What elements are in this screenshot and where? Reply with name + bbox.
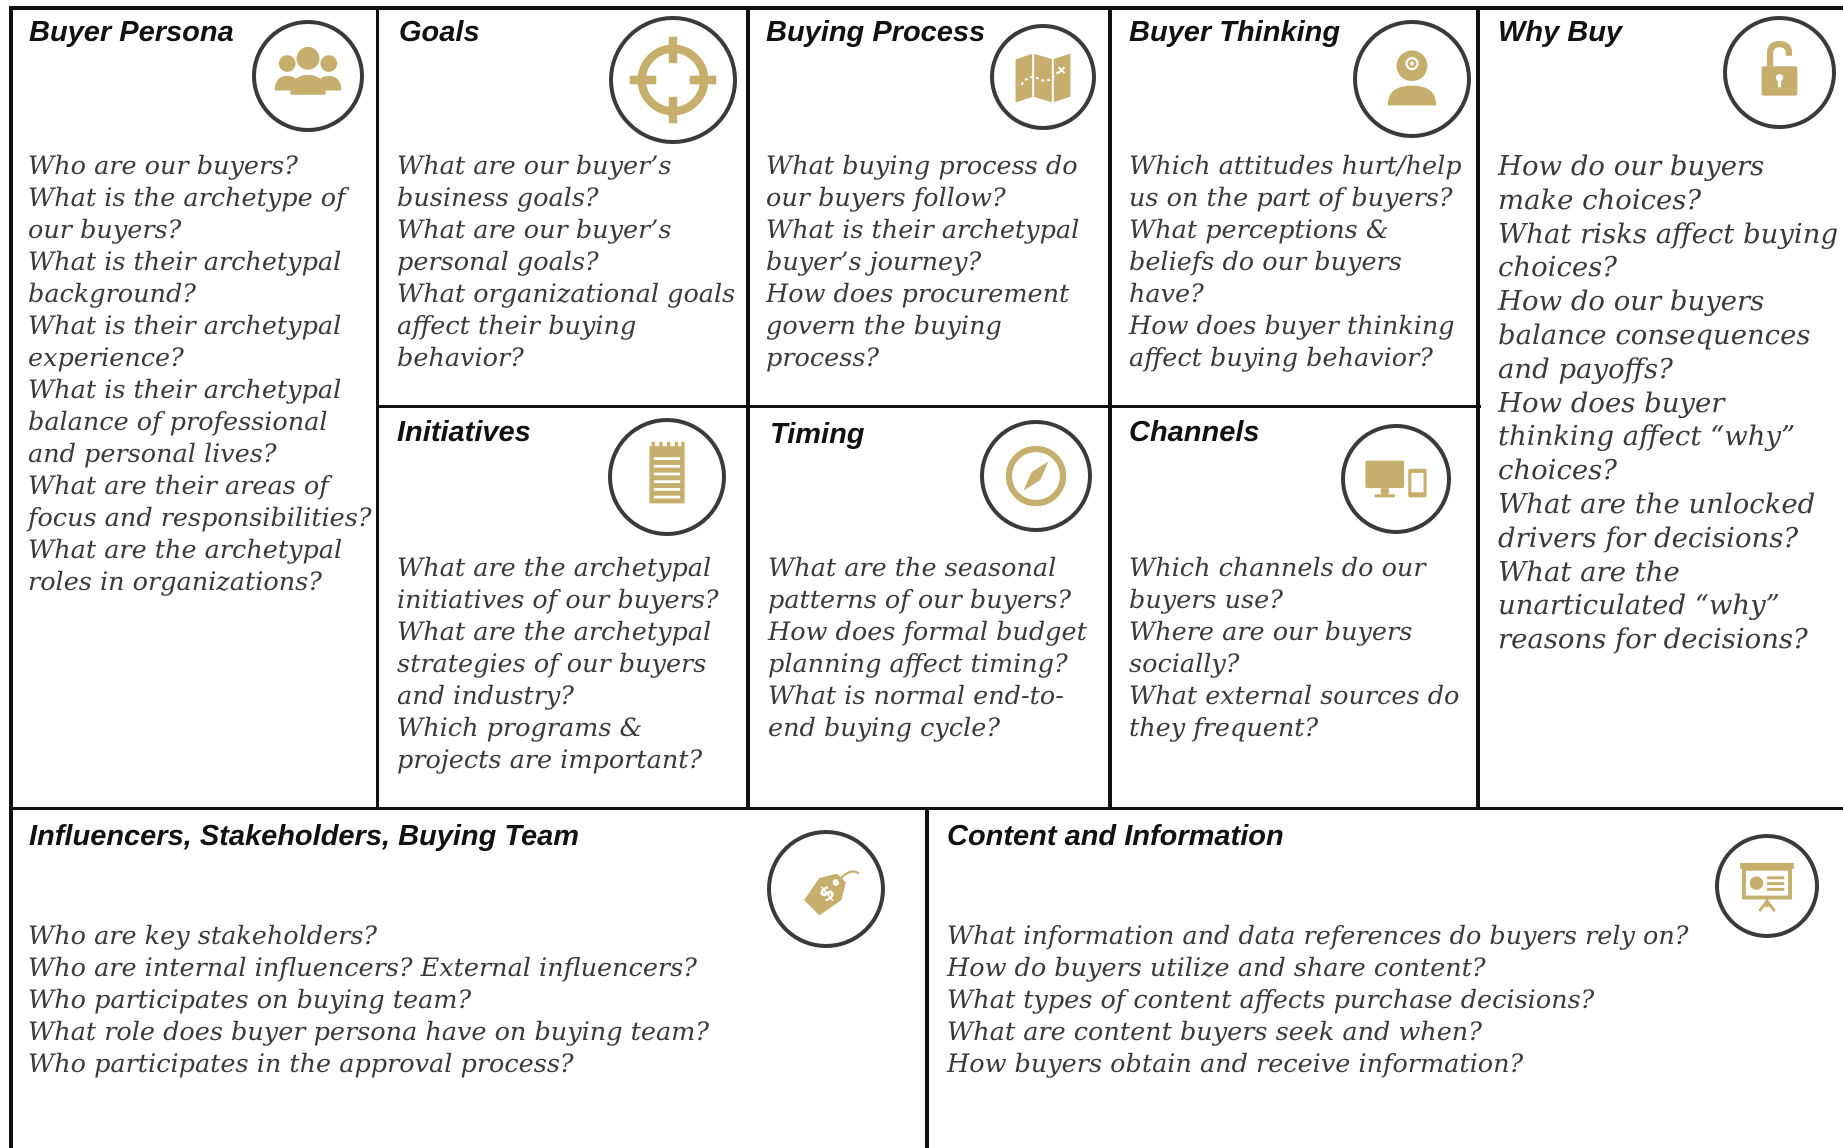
question: Where are our buyers socially?	[1129, 617, 1413, 679]
question: What organizational goals affect their b…	[397, 279, 736, 373]
influencers-title: Influencers, Stakeholders, Buying Team	[29, 820, 580, 852]
initiatives-questions: What are the archetypal initiatives of o…	[397, 552, 742, 776]
question: How does buyer thinking affect buying be…	[1129, 311, 1455, 373]
question: Who participates on buying team?	[28, 985, 472, 1015]
grid-line-left	[9, 6, 13, 1148]
question: What are the unarticulated “why” reasons…	[1498, 555, 1808, 656]
question: How does procurement govern the buying p…	[766, 279, 1070, 373]
goals-questions: What are our buyer’s business goals? Wha…	[397, 150, 742, 374]
question: What are our buyer’s personal goals?	[397, 215, 672, 277]
channels-title: Channels	[1129, 416, 1260, 448]
goals-title: Goals	[399, 16, 480, 48]
channels-questions: Which channels do our buyers use? Where …	[1129, 552, 1474, 744]
buyer-thinking-cell: Buyer Thinking Which attitudes hurt/help…	[1112, 10, 1476, 405]
question: What are the unlocked drivers for decisi…	[1498, 487, 1816, 554]
channels-cell: Channels Which channels do our buyers us…	[1112, 408, 1476, 807]
question: Which channels do our buyers use?	[1129, 553, 1426, 615]
why-buy-cell: Why Buy How do our buyers make choices? …	[1480, 10, 1843, 807]
question: What are our buyer’s business goals?	[397, 151, 672, 213]
unlocked-padlock-icon	[1723, 16, 1836, 129]
question: What are the archetypal roles in organiz…	[28, 535, 343, 597]
timing-questions: What are the seasonal patterns of our bu…	[768, 552, 1106, 744]
question: What are the archetypal initiatives of o…	[397, 553, 719, 615]
question: What are the archetypal strategies of ou…	[397, 617, 712, 711]
grid-line-col1	[376, 6, 379, 810]
grid-line-top	[9, 6, 1843, 10]
devices-icon	[1341, 424, 1451, 534]
question: What are content buyers seek and when?	[947, 1017, 1482, 1047]
influencers-cell: Influencers, Stakeholders, Buying Team $…	[13, 810, 925, 1148]
question: What are the seasonal patterns of our bu…	[768, 553, 1072, 615]
question: What are their areas of focus and respon…	[28, 471, 372, 533]
grid-line-col2	[746, 6, 750, 810]
grid-line-middle	[378, 405, 1481, 408]
question: How do our buyers make choices?	[1498, 150, 1765, 216]
question: What risks affect buying choices?	[1498, 217, 1839, 284]
notepad-icon	[608, 418, 726, 536]
buyer-persona-cell: Buyer Persona Who are our buyers? What i…	[13, 10, 376, 807]
question: Who are internal influencers? External i…	[28, 953, 697, 983]
grid-line-col4	[1476, 6, 1480, 810]
question: How does buyer thinking affect “why” cho…	[1498, 386, 1796, 487]
target-icon	[609, 16, 737, 144]
initiatives-cell: Initiatives What are the archetypal init…	[379, 408, 746, 807]
buyer-persona-title: Buyer Persona	[29, 16, 234, 48]
question: How does formal budget planning affect t…	[768, 617, 1087, 679]
question: How buyers obtain and receive informatio…	[947, 1049, 1524, 1079]
presentation-board-icon	[1715, 834, 1819, 938]
goals-cell: Goals What are our buyer’s business goal…	[379, 10, 746, 405]
question: Which programs & projects are important?	[397, 713, 703, 775]
question: What is the archetype of our buyers?	[28, 183, 346, 245]
influencers-questions: Who are key stakeholders? Who are intern…	[28, 920, 748, 1080]
grid-line-bottom-divider	[925, 807, 929, 1148]
price-tag-icon: $	[767, 830, 885, 948]
question: What is their archetypal balance of prof…	[28, 375, 342, 469]
buyer-persona-questions: Who are our buyers? What is the archetyp…	[28, 150, 374, 598]
buying-process-questions: What buying process do our buyers follow…	[766, 150, 1104, 374]
question: Who participates in the approval process…	[28, 1049, 574, 1079]
buyer-thinking-title: Buyer Thinking	[1129, 16, 1341, 48]
content-information-title: Content and Information	[947, 820, 1284, 852]
timing-title: Timing	[770, 418, 865, 450]
question: Who are our buyers?	[28, 151, 298, 181]
why-buy-title: Why Buy	[1498, 16, 1623, 48]
question: What types of content affects purchase d…	[947, 985, 1595, 1015]
question: What is normal end-to-end buying cycle?	[768, 681, 1064, 743]
question: What is their archetypal background?	[28, 247, 342, 309]
buying-process-cell: Buying Process What buying process do ou…	[750, 10, 1108, 405]
thinker-icon	[1353, 20, 1471, 138]
question: What information and data references do …	[947, 921, 1689, 951]
question: How do our buyers balance consequences a…	[1498, 285, 1811, 385]
initiatives-title: Initiatives	[397, 416, 531, 448]
question: Which attitudes hurt/help us on the part…	[1129, 151, 1462, 213]
buyer-thinking-questions: Which attitudes hurt/help us on the part…	[1129, 150, 1474, 374]
grid-line-col3	[1108, 6, 1112, 810]
question: What is their archetypal experience?	[28, 311, 342, 373]
content-information-questions: What information and data references do …	[947, 920, 1747, 1080]
question: What perceptions & beliefs do our buyers…	[1129, 215, 1402, 309]
question: What role does buyer persona have on buy…	[28, 1017, 710, 1047]
question: How do buyers utilize and share content?	[947, 953, 1486, 983]
buying-process-title: Buying Process	[766, 16, 986, 48]
compass-icon	[980, 420, 1092, 532]
why-buy-questions: How do our buyers make choices? What ris…	[1498, 150, 1843, 657]
timing-cell: Timing What are the seasonal patterns of…	[750, 408, 1108, 807]
map-icon	[990, 24, 1096, 130]
content-information-cell: Content and Information What information…	[929, 810, 1843, 1148]
question: What is their archetypal buyer’s journey…	[766, 215, 1080, 277]
question: What external sources do they frequent?	[1129, 681, 1460, 743]
people-icon	[252, 20, 364, 132]
question: What buying process do our buyers follow…	[766, 151, 1078, 213]
question: Who are key stakeholders?	[28, 921, 378, 951]
